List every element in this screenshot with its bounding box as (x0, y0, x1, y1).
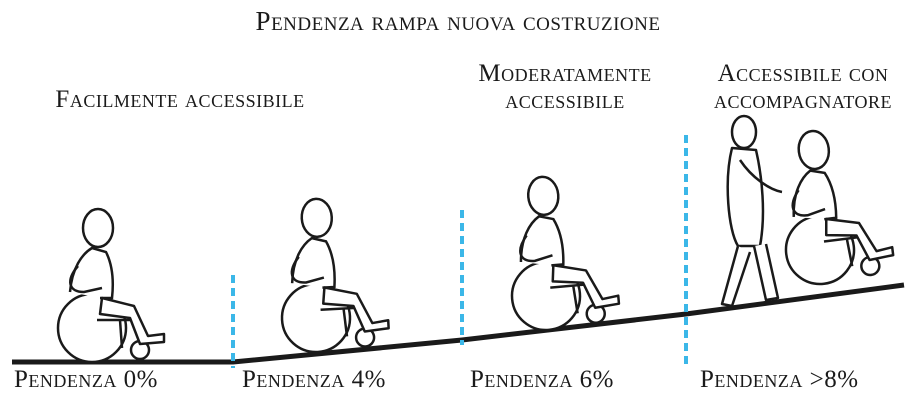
slope-label-6: Pendenza 6% (470, 366, 614, 393)
zone-label-moderate: Moderatamente accessibile (478, 60, 652, 114)
companion-figure (720, 114, 783, 308)
wheelchair-user-6 (500, 169, 622, 335)
zone-label-assisted: Accessibile con accompagnatore (713, 60, 893, 114)
slope-label-4: Pendenza 4% (242, 366, 386, 393)
slope-label-0: Pendenza 0% (14, 366, 158, 393)
slope-label-8: Pendenza >8% (700, 366, 859, 393)
diagram-title: Pendenza rampa nuova costruzione (255, 6, 661, 36)
wheelchair-user-assisted (770, 121, 897, 290)
zone-label-easy: Facilmente accessibile (55, 86, 305, 113)
wheelchair-user-4 (274, 194, 391, 355)
wheelchair-user-0 (56, 207, 166, 364)
